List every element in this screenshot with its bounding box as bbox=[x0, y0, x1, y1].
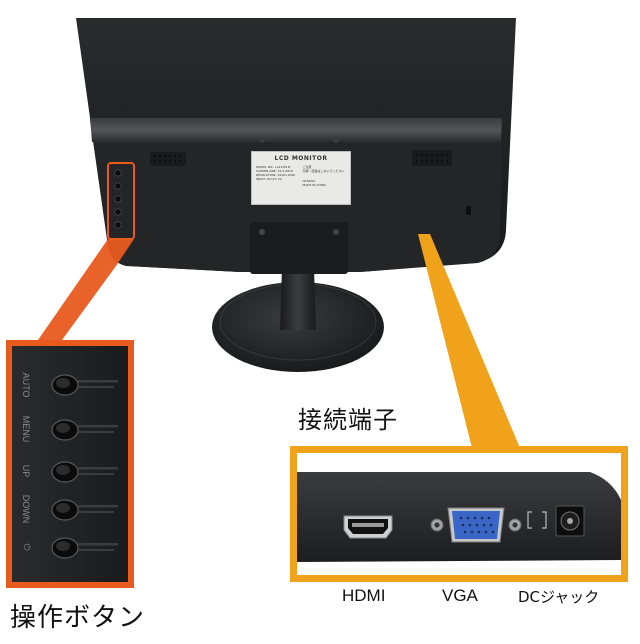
button-label-down: DOWN bbox=[21, 494, 31, 524]
lock-slot bbox=[466, 206, 471, 215]
button-power bbox=[51, 537, 118, 559]
ports-heading: 接続端子 bbox=[298, 406, 398, 434]
speaker-grille-right bbox=[412, 150, 452, 166]
hdmi-label: HDMI bbox=[342, 586, 386, 605]
sticker-line: INPUT: DC12V 2A bbox=[256, 177, 282, 181]
button-auto bbox=[51, 374, 118, 396]
sticker-right-line: 分解・改造はしないでください bbox=[302, 169, 345, 173]
sticker-line: MODEL NO.: LL215W B bbox=[256, 165, 291, 169]
button-label-up: UP bbox=[21, 464, 31, 478]
buttons-callout-arrow bbox=[38, 239, 134, 340]
sticker-right-line: ご注意 bbox=[302, 165, 312, 169]
button-label-menu: MENU bbox=[21, 415, 31, 443]
speaker-grille-left bbox=[150, 152, 186, 166]
sticker-made-in: MADE IN CHINA bbox=[302, 183, 326, 187]
buttons-heading: 操作ボタン bbox=[10, 603, 146, 633]
sticker-title: LCD MONITOR bbox=[274, 155, 328, 162]
vga-label: VGA bbox=[442, 586, 478, 605]
button-menu bbox=[51, 419, 118, 441]
sticker-brand: ISHIZAKI bbox=[302, 179, 316, 183]
sticker-line: SCREEN SIZE: 21.5 INCH bbox=[256, 169, 293, 173]
stand-mount bbox=[250, 222, 348, 274]
dc-jack-label: DCジャック bbox=[518, 588, 600, 606]
hdmi-port bbox=[343, 515, 393, 539]
product-sticker: LCD MONITOR MODEL NO.: LL215W B SCREEN S… bbox=[251, 151, 351, 205]
button-label-power: ⏻ bbox=[21, 543, 31, 551]
bracket-mark bbox=[527, 511, 547, 529]
button-labels: AUTO MENU UP DOWN ⏻ bbox=[16, 372, 36, 572]
button-up bbox=[51, 461, 118, 483]
ports-callout-arrow bbox=[418, 234, 520, 448]
button-label-auto: AUTO bbox=[21, 372, 31, 398]
vga-port bbox=[430, 507, 522, 543]
buttons-closeup bbox=[51, 374, 118, 559]
accent-stripe bbox=[90, 118, 502, 142]
dc-jack bbox=[555, 505, 585, 537]
button-down bbox=[51, 499, 118, 521]
sticker-line: RESOLUTION: 1920×1080 bbox=[256, 173, 296, 177]
